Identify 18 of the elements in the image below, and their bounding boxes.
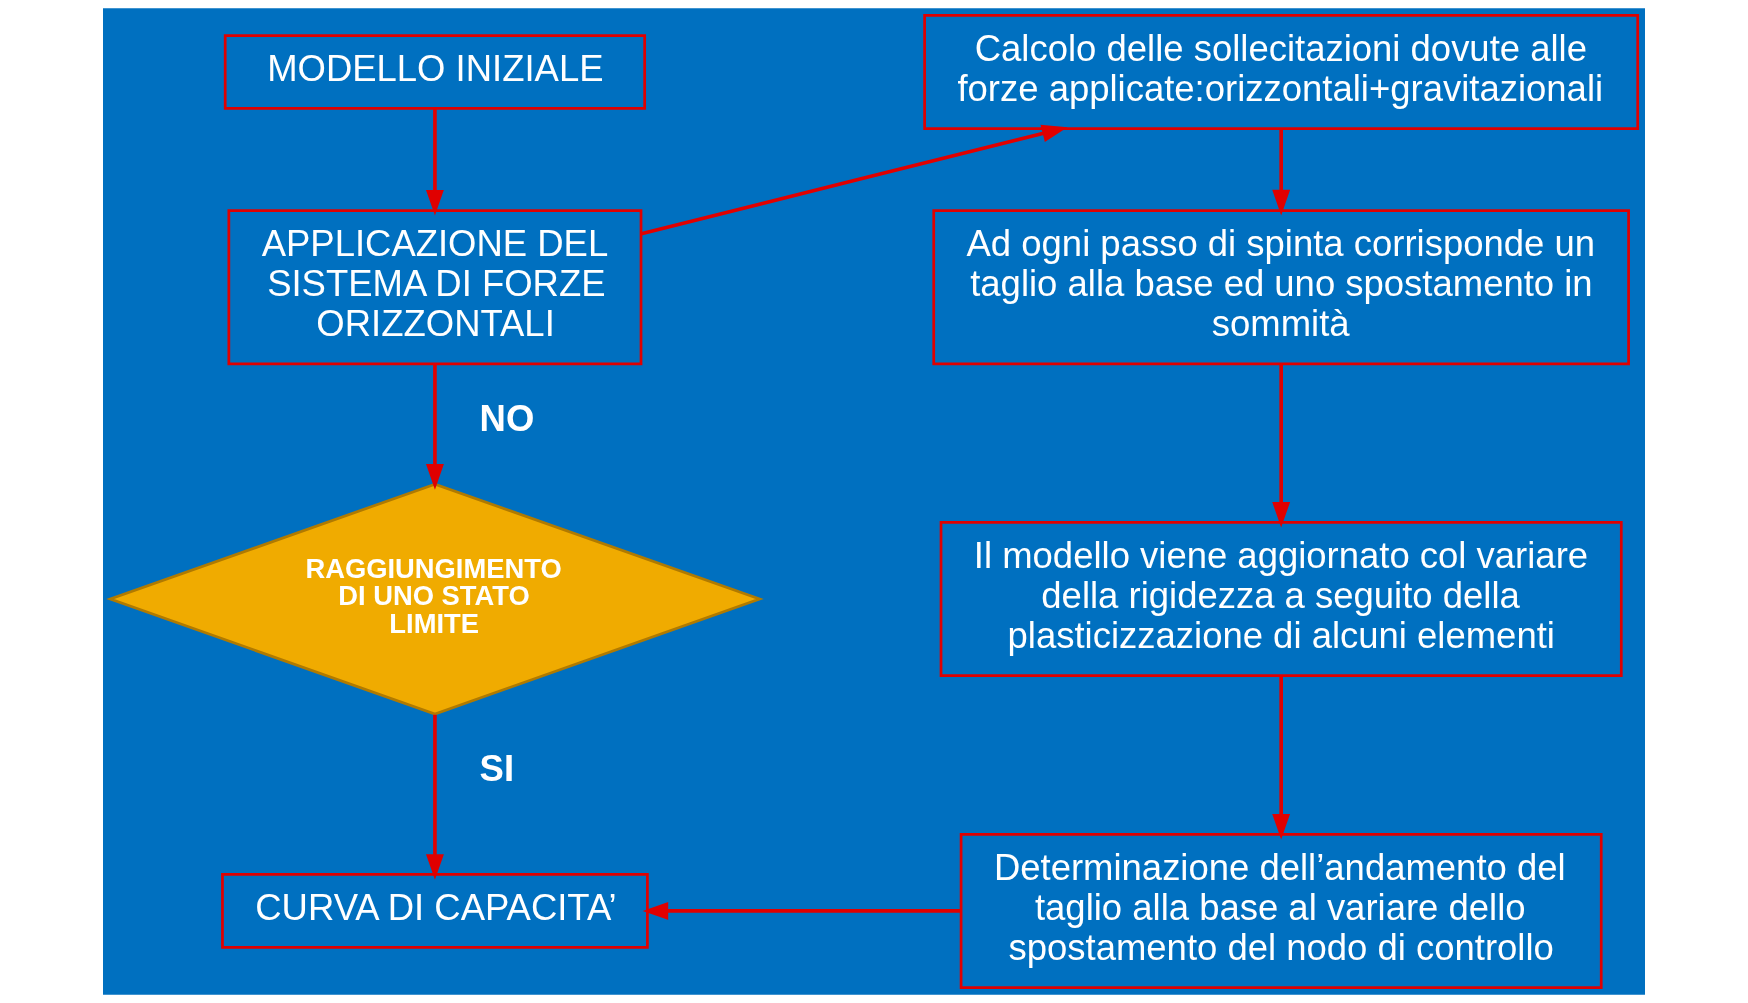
arrow — [1272, 364, 1291, 528]
node-box: APPLICAZIONE DEL SISTEMA DI FORZE ORIZZONTALI — [227, 209, 643, 366]
node-box: Calcolo delle sollecitazioni dovute alle forze applicate:orizzontali+gravitazionali — [923, 14, 1640, 130]
arrow — [1272, 676, 1291, 840]
node-box: Il modello viene aggiornato col variare della rigidezza a seguito della plasticizzazione di alcuni elementi — [939, 521, 1623, 678]
arrow — [642, 901, 961, 920]
arrow — [425, 108, 444, 216]
edge-label: NO — [479, 398, 535, 440]
node-box: Determinazione dell’andamento del taglio alla base al variare dello spostamento del nodo di controllo — [959, 832, 1603, 989]
node-box: Ad ogni passo di spinta corrisponde un taglio alla base ed uno spostamento in sommità — [932, 209, 1630, 366]
edge-label: SI — [479, 748, 515, 790]
node-box: MODELLO INIZIALE — [223, 34, 647, 110]
arrow — [425, 714, 444, 880]
node-box: CURVA DI CAPACITA’ — [221, 873, 649, 949]
arrow — [640, 124, 1068, 236]
node-diamond: RAGGIUNGIMENTO DI UNO STATO LIMITE — [106, 482, 764, 716]
arrow — [425, 364, 444, 490]
arrow — [1272, 128, 1291, 216]
